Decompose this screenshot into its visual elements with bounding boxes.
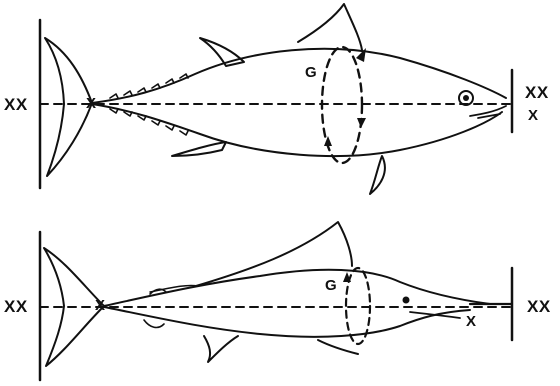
tuna-second-dorsal-fin [199,37,245,67]
tuna-anal-fin [171,141,227,157]
tuna-girth-arrow-up-left [324,136,332,146]
marlin-dorsal-fin [195,221,353,287]
tuna-right-xx-label: XX [525,83,549,102]
tuna-girth-ellipse [320,45,364,165]
tuna-first-dorsal-fin [297,3,363,51]
tuna-ventral-finlets [109,108,189,136]
marlin-girth-arrow [343,272,351,282]
tuna-belly-outline [91,103,503,158]
marlin-belly-outline [103,306,471,338]
marlin-back-outline [103,268,491,307]
tuna-tail-x-label: X [86,95,97,112]
marlin-girth-g-label: G [325,277,337,294]
tuna-pectoral-fin [369,155,386,195]
tuna-girth-g-label: G [305,64,317,81]
marlin-figure [38,221,514,382]
marlin-left-xx-label: XX [4,297,28,316]
marlin-right-xx-label: XX [527,297,551,316]
tuna-dorsal-finlets [109,73,189,99]
tuna-figure [38,3,514,195]
marlin-rear-finlet-top [149,288,167,295]
marlin-tail-fin [43,247,105,367]
tuna-girth-arrow-down-right [357,118,366,128]
tuna-tail-fin [44,37,93,177]
marlin-tail-x-label: X [95,297,106,314]
marlin-girth-ellipse [344,266,372,346]
marlin-anal-fin [203,335,239,363]
tuna-left-xx-label: XX [4,95,28,114]
tuna-eye-pupil [463,95,469,101]
marlin-lower-jaw [409,311,461,319]
tuna-right-x-label: X [528,107,539,124]
tuna-girth-arrow-up-right [356,48,366,62]
tuna-body-outline [91,47,507,104]
marlin-rear-finlet-bottom [143,319,165,329]
marlin-eye [402,296,410,304]
marlin-jaw-x-label: X [466,313,477,330]
marlin-pelvic-fin [317,339,359,355]
tuna-mouth [469,105,507,119]
